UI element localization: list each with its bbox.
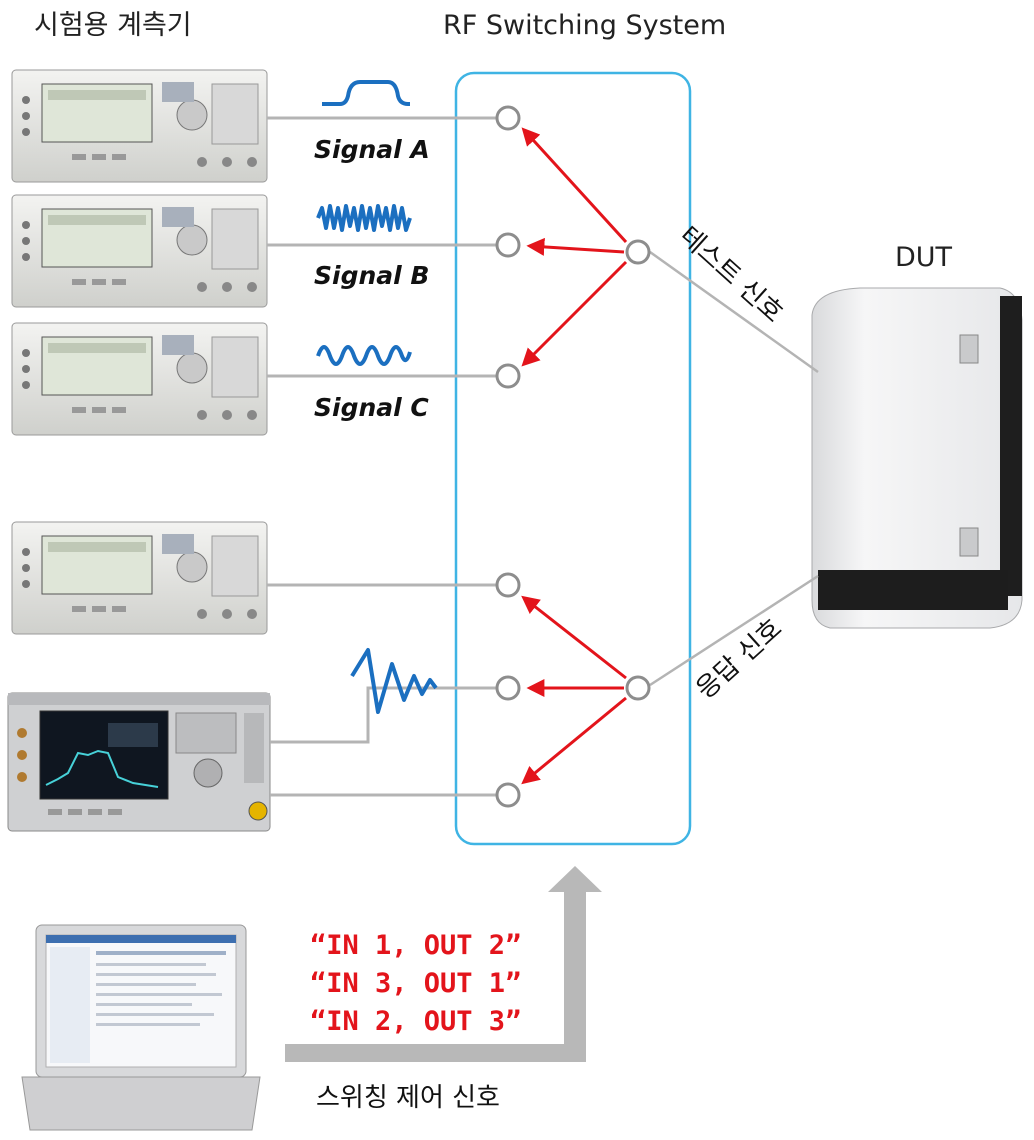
- dut-title: DUT: [895, 242, 953, 273]
- signal-generator-1: [11, 69, 268, 183]
- signal-generator-3: [11, 322, 268, 436]
- command-line-3: “IN 2, OUT 3”: [310, 1006, 521, 1037]
- rf-switching-system-box: [454, 71, 692, 846]
- output-port-1: [495, 572, 521, 598]
- signal-generator-4: [11, 521, 268, 635]
- control-laptop: [21, 924, 261, 1131]
- signal-b-label: Signal B: [314, 261, 429, 290]
- response-wave-icon: [350, 648, 438, 714]
- command-line-2: “IN 3, OUT 1”: [310, 968, 521, 999]
- output-port-2: [495, 675, 521, 701]
- dut-cables: [649, 250, 819, 687]
- control-signal-label: 스위칭 제어 신호: [316, 1083, 500, 1113]
- instrument-cables: [267, 116, 577, 1054]
- control-signal-arrow: [548, 866, 602, 1062]
- test-hub-port: [625, 239, 651, 265]
- sine-wave-icon: [316, 345, 412, 366]
- command-line-1: “IN 1, OUT 2”: [310, 930, 521, 961]
- routing-arrows: [521, 127, 628, 785]
- signal-c-label: Signal C: [314, 393, 429, 422]
- control-signal-arrow-shaft: [285, 1044, 586, 1062]
- instruments-title: 시험용 계측기: [34, 10, 192, 41]
- spectrum-analyzer: [7, 692, 271, 832]
- signal-a-label: Signal A: [314, 135, 430, 164]
- response-hub-port: [625, 675, 651, 701]
- input-port-3: [495, 363, 521, 389]
- switch-ports: [495, 105, 651, 808]
- dense-wave-icon: [316, 204, 412, 232]
- dut-cabinet: [811, 287, 1023, 629]
- signal-generator-2: [11, 194, 268, 308]
- input-port-2: [495, 232, 521, 258]
- input-port-1: [495, 105, 521, 131]
- output-port-3: [495, 782, 521, 808]
- switch-system-title: RF Switching System: [443, 10, 726, 41]
- pulse-icon: [322, 80, 410, 106]
